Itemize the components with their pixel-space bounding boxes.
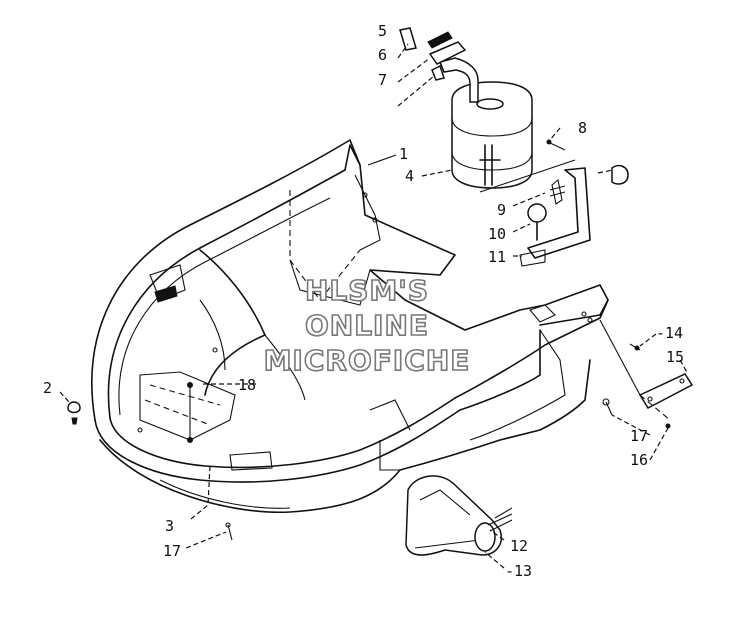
chassis-belly-pan [91,139,609,514]
callout-5: 5 [378,22,387,40]
watermark-line-3: MICROFICHE [264,344,471,377]
callout-17-left: 17 [163,542,181,560]
callout-6: 6 [378,46,387,64]
callout-12: 12 [510,537,528,555]
callout-17-right: 17 [630,427,648,445]
callout-3: 3 [165,517,174,535]
callout-9: 9 [497,201,506,219]
watermark-line-1: HLSM'S [305,274,429,307]
callout-7: 7 [378,71,387,89]
callout-14: -14 [656,324,683,342]
callout-11: 11 [488,248,506,266]
air-intake-housing [405,475,513,556]
callout-2: 2 [43,379,52,397]
watermark-line-2: ONLINE [305,309,429,342]
muffler-bracket [479,139,629,267]
callout-1: 1 [399,145,408,163]
callout-16: 16 [630,451,648,469]
callout-8: 8 [578,119,587,137]
callout-18: 18 [238,376,256,394]
rear-plate [599,319,694,421]
hardware-fasteners [59,343,671,541]
callout-13: -13 [505,562,532,580]
muffler-assembly [428,41,533,189]
exhaust-fittings [399,27,453,81]
callout-numbers: 1 2 3 4 5 6 7 8 9 10 11 12 -13 -14 15 16… [43,22,684,580]
leader-lines [185,43,689,569]
callout-10: 10 [488,225,506,243]
callout-4: 4 [405,167,414,185]
callout-15: 15 [666,348,684,366]
watermark: HLSM'S ONLINE MICROFICHE [263,273,471,378]
